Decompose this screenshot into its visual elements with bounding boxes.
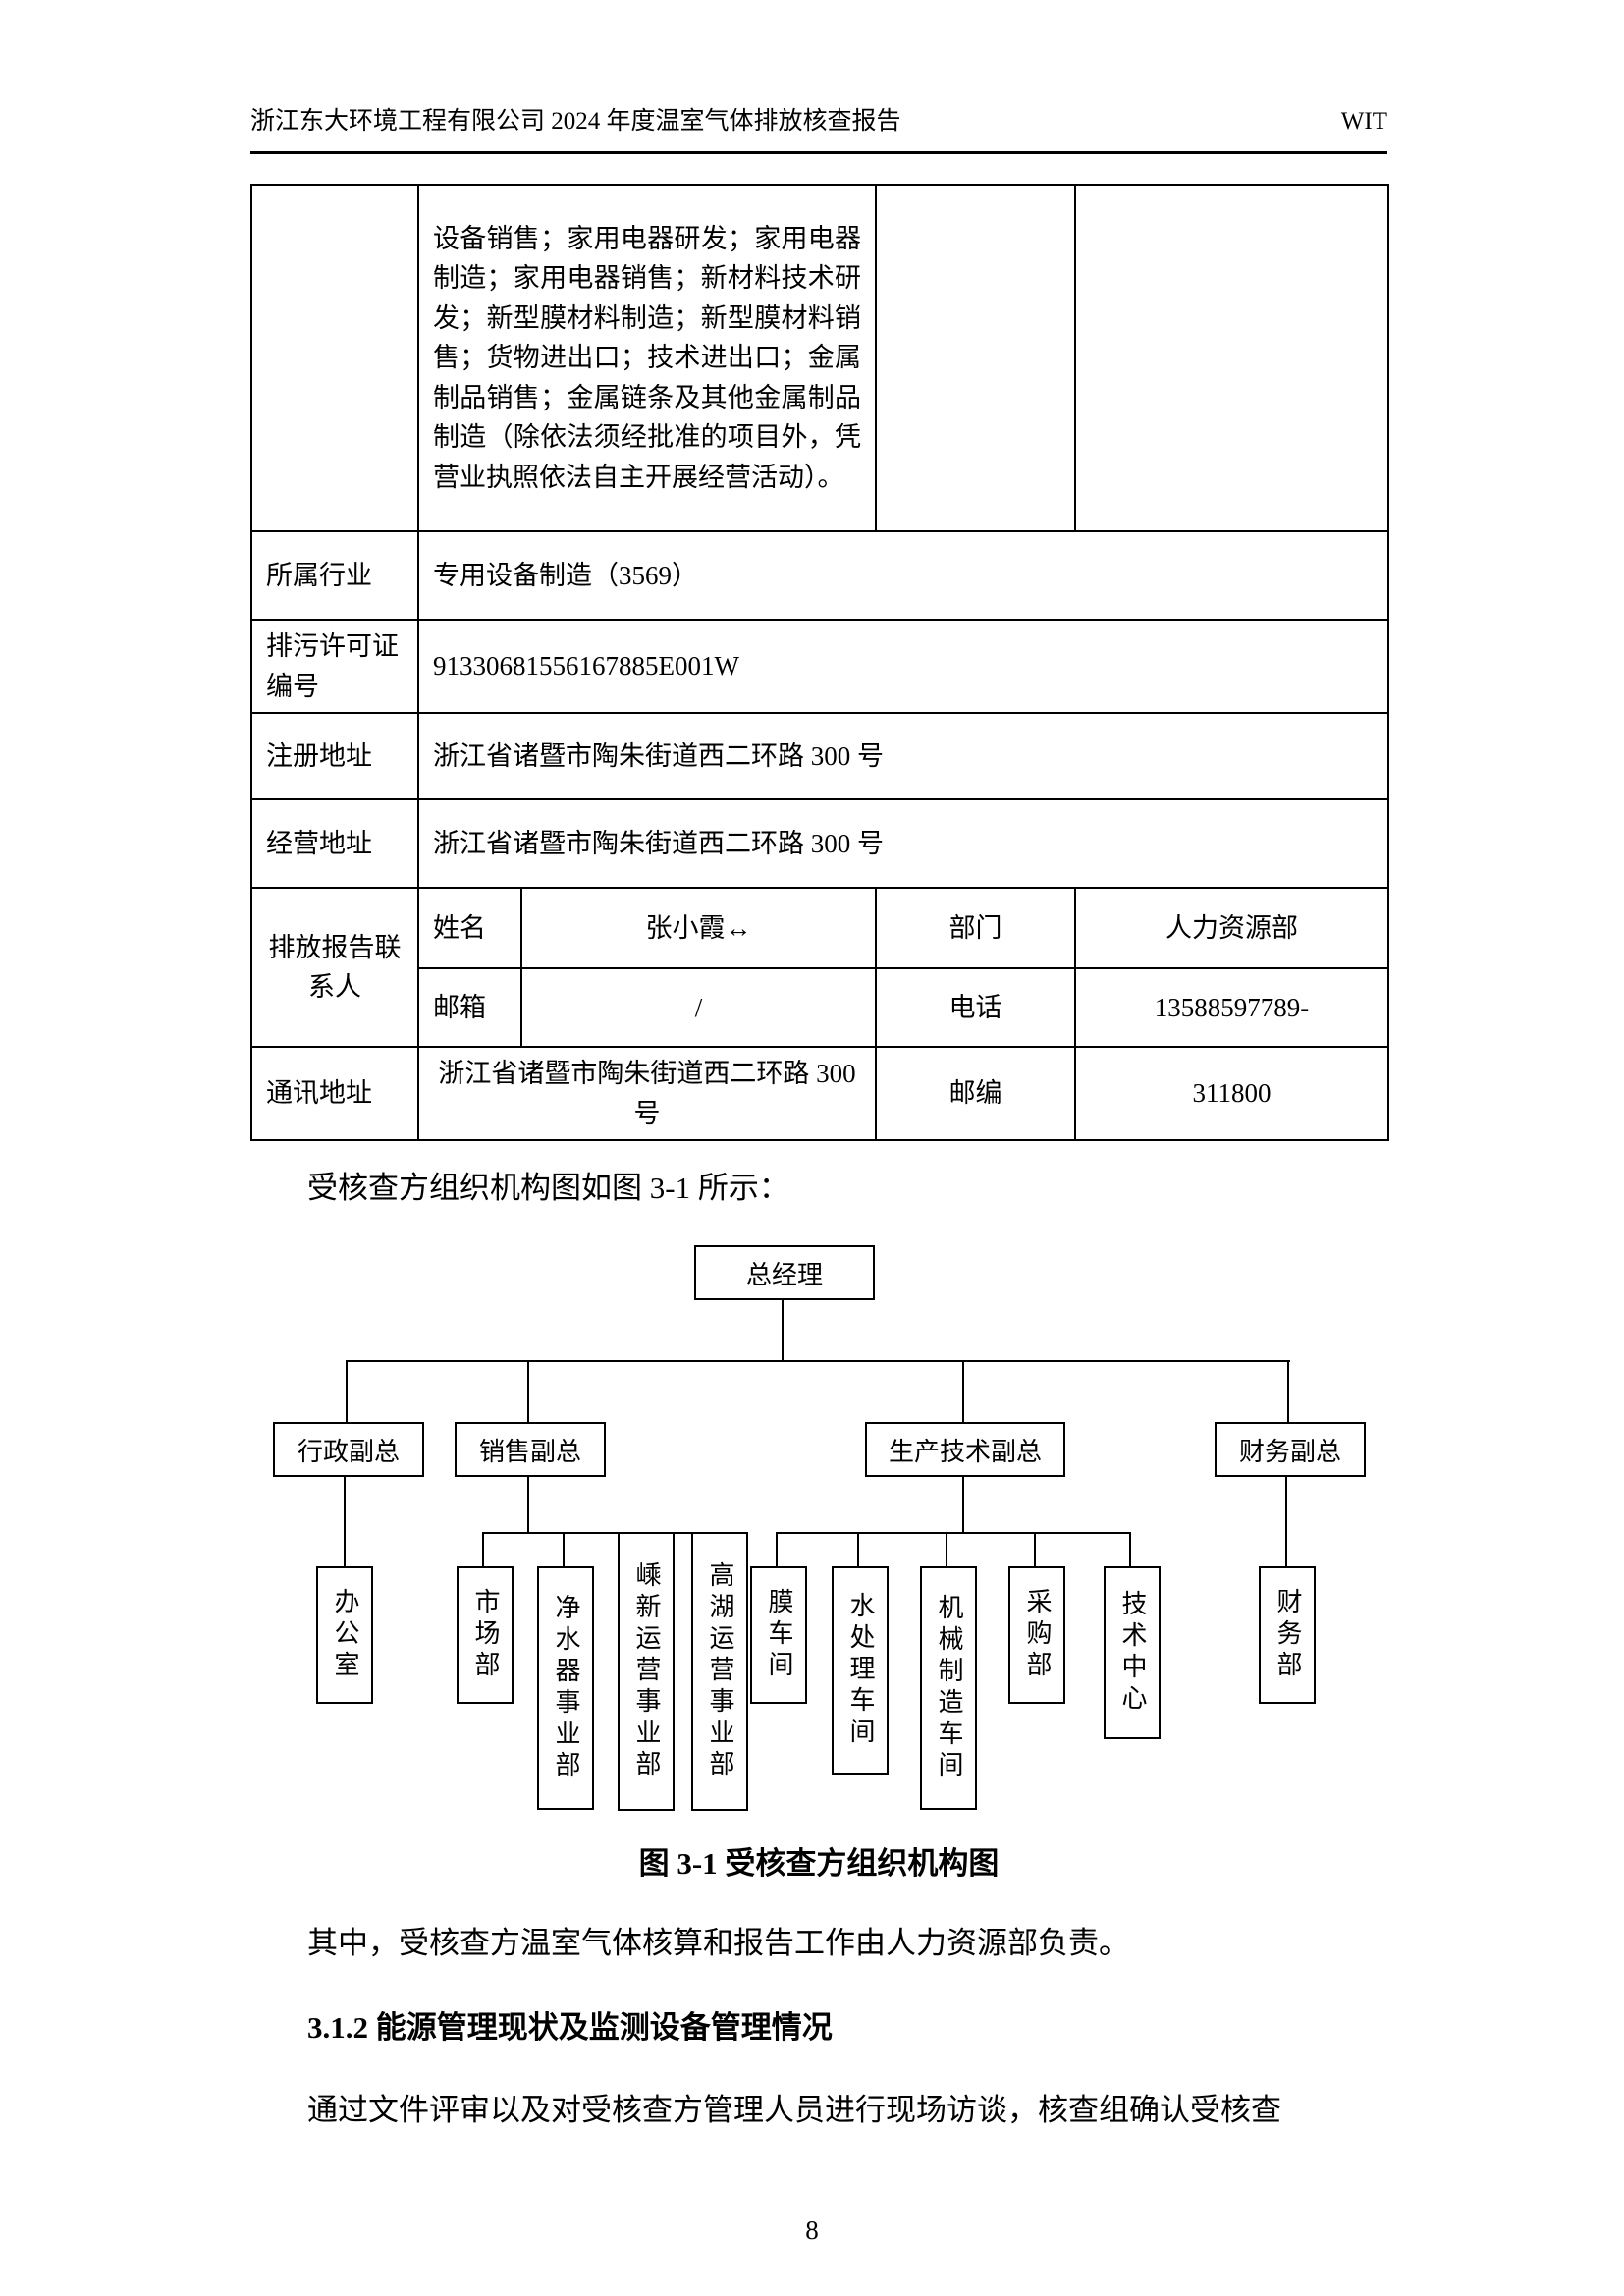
registered-address-label: 注册地址 [250, 712, 419, 800]
empty-cell-2 [1074, 184, 1389, 532]
table-row-business-address: 经营地址 浙江省诸暨市陶朱街道西二环路 300 号 [250, 798, 1389, 889]
org-box-office: 办公室 [316, 1566, 373, 1704]
empty-cell-1 [875, 184, 1076, 532]
connector-line [782, 1296, 784, 1360]
contact-label: 排放报告联系人 [250, 887, 419, 1048]
org-chart: 总经理 行政副总 销售副总 生产技术副总 财务副总 办公室 市场部 [250, 1245, 1387, 1813]
page-header: 浙江东大环境工程有限公司 2024 年度温室气体排放核查报告 WIT [250, 0, 1387, 154]
org-chart-intro-paragraph: 受核查方组织机构图如图 3-1 所示： [307, 1171, 789, 1205]
empty-label-cell [250, 184, 419, 532]
table-row-permit: 排污许可证编号 91330681556167885E001W [250, 619, 1389, 714]
connector-line [776, 1532, 1131, 1534]
org-box-label: 嵊新运营事业部 [632, 1561, 661, 1781]
org-box-shengxin-operations-division: 嵊新运营事业部 [618, 1532, 675, 1811]
contact-dept-value: 人力资源部 [1074, 887, 1389, 969]
figure-caption: 图 3-1 受核查方组织机构图 [638, 1846, 1000, 1881]
org-box-technology-center: 技术中心 [1104, 1566, 1161, 1739]
responsibility-paragraph: 其中，受核查方温室气体核算和报告工作由人力资源部负责。 [307, 1926, 1129, 1960]
org-box-label: 高湖运营事业部 [706, 1561, 734, 1781]
permit-label: 排污许可证编号 [250, 619, 419, 714]
connector-line [346, 1360, 348, 1422]
connector-line [946, 1532, 947, 1566]
header-title: 浙江东大环境工程有限公司 2024 年度温室气体排放核查报告 [250, 108, 901, 135]
company-info-table: 设备销售；家用电器研发；家用电器制造；家用电器销售；新材料技术研发；新型膜材料制… [250, 184, 1389, 1141]
connector-line [962, 1473, 964, 1532]
industry-value: 专用设备制造（3569） [417, 530, 1389, 621]
org-box-admin-vp: 行政副总 [273, 1422, 424, 1477]
org-box-label: 机械制造车间 [935, 1594, 963, 1782]
table-row-mailing-address: 通讯地址 浙江省诸暨市陶朱街道西二环路 300 号 邮编 311800 [250, 1046, 1389, 1141]
connector-line [527, 1473, 529, 1532]
zip-value: 311800 [1074, 1046, 1389, 1141]
org-box-label: 生产技术副总 [888, 1437, 1042, 1466]
body-paragraph: 通过文件评审以及对受核查方管理人员进行现场访谈，核查组确认受核查 [307, 2093, 1281, 2127]
connector-line [962, 1360, 964, 1422]
industry-label: 所属行业 [250, 530, 419, 621]
connector-line [527, 1360, 529, 1422]
table-row-contact-name: 排放报告联系人 姓名 张小霞↔ 部门 人力资源部 [250, 887, 1389, 1048]
business-scope-cell: 设备销售；家用电器研发；家用电器制造；家用电器销售；新材料技术研发；新型膜材料制… [417, 184, 877, 532]
section-heading-312: 3.1.2 能源管理现状及监测设备管理情况 [307, 2010, 833, 2045]
org-box-label: 行政副总 [297, 1437, 400, 1466]
header-right-text: WIT [1340, 108, 1387, 135]
connector-line [482, 1532, 484, 1566]
org-box-label: 销售副总 [478, 1437, 581, 1466]
org-box-procurement-dept: 采购部 [1008, 1566, 1065, 1704]
contact-phone-value: 13588597789- [1074, 967, 1389, 1048]
org-box-label: 办公室 [331, 1588, 359, 1682]
contact-phone-label: 电话 [875, 967, 1076, 1048]
registered-address-value: 浙江省诸暨市陶朱街道西二环路 300 号 [417, 712, 1389, 800]
connector-line [857, 1532, 859, 1566]
connector-line [346, 1360, 1290, 1362]
org-box-label: 技术中心 [1118, 1590, 1147, 1716]
org-box-label: 财务部 [1273, 1588, 1302, 1682]
org-box-label: 膜车间 [765, 1588, 793, 1682]
page-number: 8 [805, 2215, 819, 2245]
org-box-label: 净水器事业部 [552, 1594, 580, 1782]
org-box-water-purifier-division: 净水器事业部 [537, 1566, 594, 1810]
mailing-address-label: 通讯地址 [250, 1046, 419, 1141]
org-box-sales-vp: 销售副总 [455, 1422, 606, 1477]
org-box-gaohu-operations-division: 高湖运营事业部 [691, 1532, 748, 1811]
permit-value: 91330681556167885E001W [417, 619, 1389, 714]
connector-line [1287, 1360, 1289, 1422]
mailing-address-value: 浙江省诸暨市陶朱街道西二环路 300 号 [417, 1046, 877, 1141]
contact-name-value: 张小霞↔ [520, 887, 877, 969]
table-row-business-scope: 设备销售；家用电器研发；家用电器制造；家用电器销售；新材料技术研发；新型膜材料制… [250, 184, 1389, 532]
business-address-value: 浙江省诸暨市陶朱街道西二环路 300 号 [417, 798, 1389, 889]
org-box-finance-dept: 财务部 [1259, 1566, 1316, 1704]
table-row-industry: 所属行业 专用设备制造（3569） [250, 530, 1389, 621]
connector-line [1129, 1532, 1131, 1566]
org-box-membrane-workshop: 膜车间 [750, 1566, 807, 1704]
zip-label: 邮编 [875, 1046, 1076, 1141]
org-box-water-treatment-workshop: 水处理车间 [832, 1566, 889, 1775]
contact-email-value: / [520, 967, 877, 1048]
org-box-label: 采购部 [1023, 1588, 1052, 1682]
org-box-marketing-dept: 市场部 [457, 1566, 514, 1704]
table-row-contact-email: 邮箱 / 电话 13588597789- [251, 967, 1389, 1048]
connector-line [344, 1473, 346, 1566]
contact-email-label: 邮箱 [417, 967, 522, 1048]
org-box-label: 市场部 [471, 1588, 500, 1682]
business-address-label: 经营地址 [250, 798, 419, 889]
contact-name-label: 姓名 [417, 887, 522, 969]
org-box-finance-vp: 财务副总 [1215, 1422, 1366, 1477]
connector-line [482, 1532, 719, 1534]
org-box-general-manager: 总经理 [694, 1245, 875, 1300]
org-box-machinery-workshop: 机械制造车间 [920, 1566, 977, 1810]
org-box-label: 水处理车间 [846, 1592, 875, 1749]
org-box-label: 总经理 [745, 1260, 823, 1289]
connector-line [1034, 1532, 1036, 1566]
org-box-label: 财务副总 [1238, 1437, 1341, 1466]
connector-line [776, 1532, 778, 1566]
table-row-registered-address: 注册地址 浙江省诸暨市陶朱街道西二环路 300 号 [250, 712, 1389, 800]
connector-line [563, 1532, 565, 1566]
org-box-production-tech-vp: 生产技术副总 [865, 1422, 1065, 1477]
connector-line [1285, 1473, 1287, 1566]
contact-dept-label: 部门 [875, 887, 1076, 969]
